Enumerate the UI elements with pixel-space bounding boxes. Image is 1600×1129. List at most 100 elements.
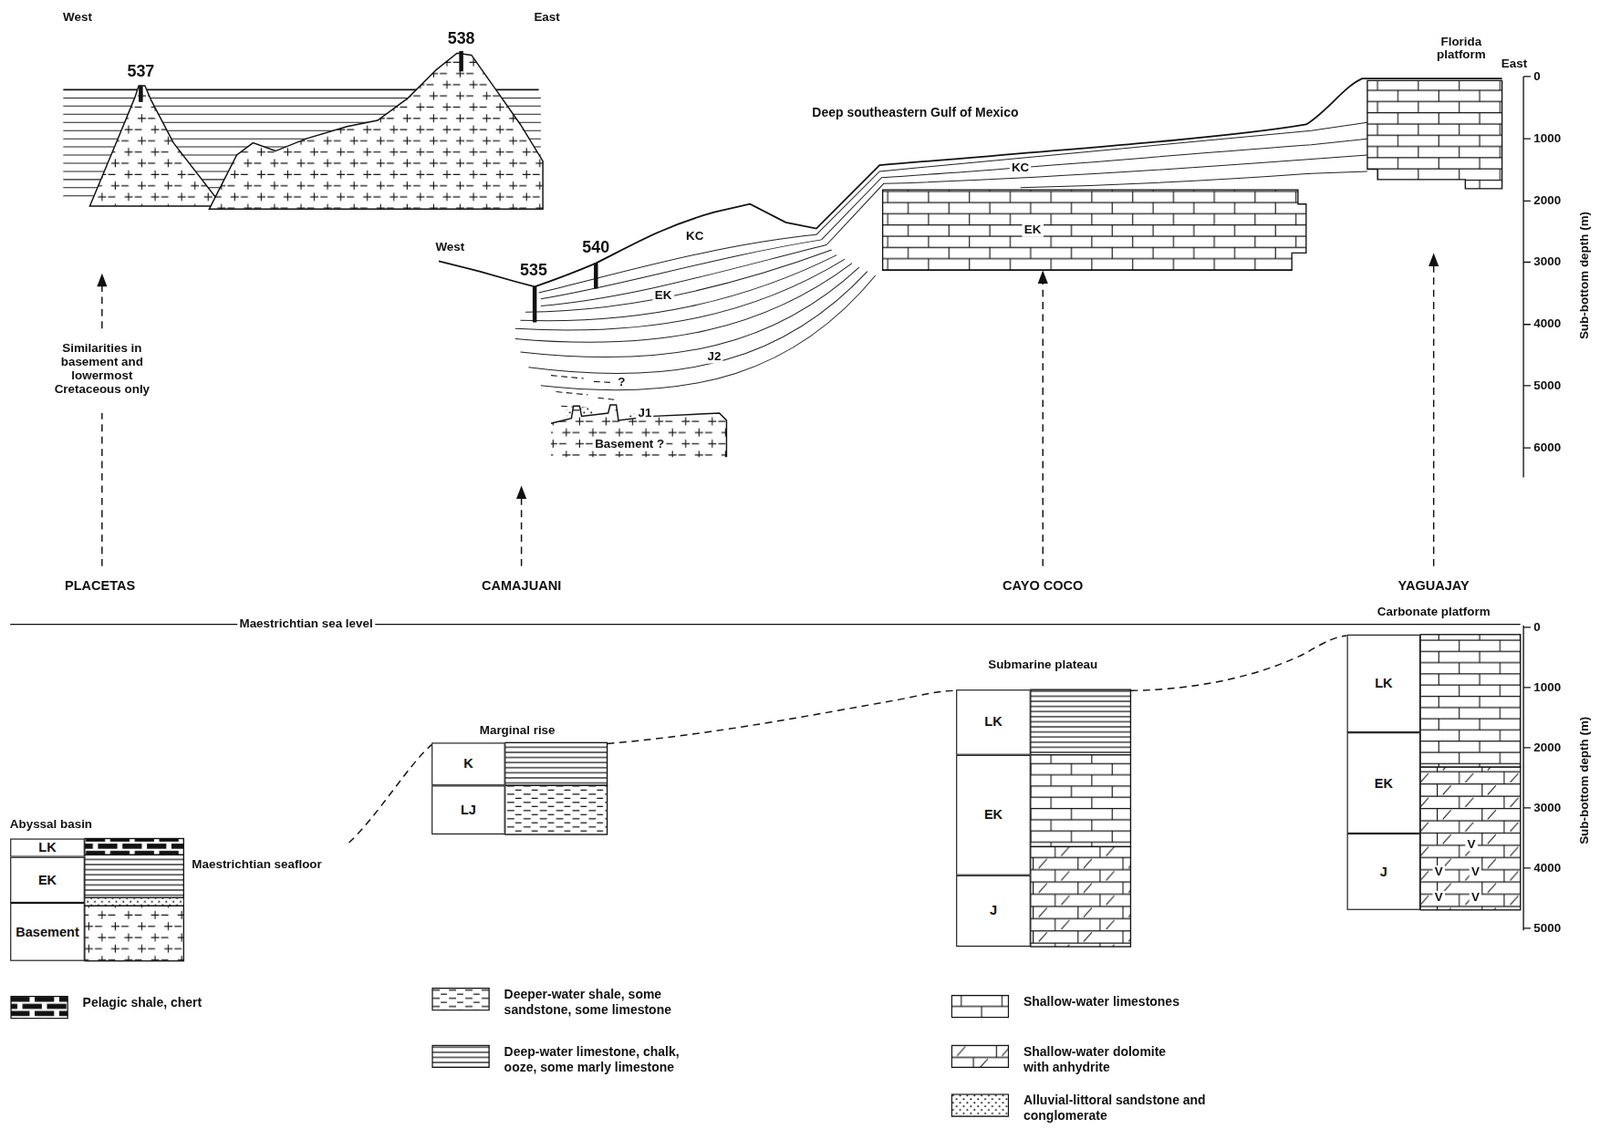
depth-tick: 5000 xyxy=(1533,921,1561,936)
direction-label: East xyxy=(533,10,560,25)
setting-label: Marginal rise xyxy=(479,723,556,738)
legend-text: Shallow-water limestones xyxy=(1023,995,1248,1011)
depth-tick: 5000 xyxy=(1533,378,1561,393)
age-cell: J xyxy=(955,875,1031,947)
drill-hole xyxy=(458,51,463,72)
legend-swatch xyxy=(10,996,69,1020)
age-cell: EK xyxy=(1347,732,1422,834)
unit-label: Basement ? xyxy=(592,437,667,452)
unit-label: KC xyxy=(1009,161,1032,176)
drill-hole xyxy=(138,85,143,103)
legend-swatch xyxy=(951,1093,1010,1118)
lithology-symbol: V xyxy=(1433,891,1445,905)
swatch-fill xyxy=(951,1094,1008,1117)
legend-text: Shallow-water dolomite with anhydrite xyxy=(1023,1044,1193,1076)
lithology-column xyxy=(84,905,185,961)
depth-tick: 2000 xyxy=(1533,194,1561,208)
site-number: 538 xyxy=(447,29,476,48)
lithology-column xyxy=(1420,634,1521,768)
lithology-column xyxy=(84,897,185,906)
site-number: 535 xyxy=(519,260,548,280)
age-label: K xyxy=(463,757,474,771)
legend-swatch xyxy=(431,1044,490,1069)
age-cell: LK xyxy=(10,839,85,858)
setting-label: Abyssal basin xyxy=(10,817,93,832)
legend-entry: Alluvial-littoral sandstone and conglome… xyxy=(951,1093,1218,1125)
basement-block xyxy=(89,85,222,207)
legend-text: Deeper-water shale, some sandstone, some… xyxy=(504,987,691,1019)
locality-name: PLACETAS xyxy=(64,579,136,594)
age-cell: J xyxy=(1347,833,1422,911)
lithology-column xyxy=(505,785,608,835)
lithology-column xyxy=(84,854,185,898)
strata-lines xyxy=(515,234,876,391)
lithology-column xyxy=(1030,755,1132,848)
lithology-column xyxy=(84,839,185,856)
site-number: 540 xyxy=(581,238,610,258)
unit-label: J2 xyxy=(705,350,723,364)
basement-block xyxy=(208,52,543,209)
level-label: Maestrichtian sea level xyxy=(237,617,375,632)
legend-entry: Deeper-water shale, some sandstone, some… xyxy=(431,987,690,1019)
age-label: LK xyxy=(38,841,56,855)
age-label: J xyxy=(1380,864,1388,879)
query-mark: ? xyxy=(615,375,628,390)
basement-outline xyxy=(550,405,727,458)
depth-tick: 3000 xyxy=(1533,800,1561,815)
swatch-fill xyxy=(10,997,68,1019)
correlation-arrow xyxy=(102,266,1434,567)
lithology-column xyxy=(1030,846,1132,947)
legend-swatch xyxy=(951,1044,1010,1069)
legend-entry: Deep-water limestone, chalk, ooze, some … xyxy=(431,1044,708,1076)
lithology-symbol: V xyxy=(1469,891,1482,905)
locality-name: YAGUAJAY xyxy=(1398,579,1470,594)
direction-label: West xyxy=(435,240,465,255)
legend-text: Deep-water limestone, chalk, ooze, some … xyxy=(504,1044,709,1076)
region-label: Deep southeastern Gulf of Mexico xyxy=(811,104,1019,120)
depth-tick: 2000 xyxy=(1533,740,1561,755)
depth-axis xyxy=(1523,625,1531,931)
uncertain-strata xyxy=(550,375,617,409)
age-cell: EK xyxy=(10,857,85,904)
legend-entry: Shallow-water dolomite with anhydrite xyxy=(951,1044,1193,1076)
age-label: LJ xyxy=(460,803,477,818)
direction-label: West xyxy=(62,10,93,25)
age-cell: K xyxy=(431,742,506,786)
axis-title: Sub-bottom depth (m) xyxy=(1578,716,1592,845)
drill-hole xyxy=(593,263,598,290)
age-cell: Basement xyxy=(10,903,85,962)
age-cell: LJ xyxy=(431,785,506,835)
limestone-block xyxy=(1367,80,1503,189)
age-cell: LK xyxy=(955,689,1031,756)
setting-label: Submarine plateau xyxy=(987,658,1098,673)
lithology-column xyxy=(1420,767,1521,911)
note: Similarities in basement and lowermost C… xyxy=(49,342,156,397)
unit-label: KC xyxy=(684,229,707,244)
unit-label: J1 xyxy=(635,406,654,421)
age-cell: LK xyxy=(1347,634,1422,733)
level-label: Maestrichtian seafloor xyxy=(189,858,324,873)
legend-text: Alluvial-littoral sandstone and conglome… xyxy=(1023,1093,1218,1125)
arrowhead xyxy=(96,252,1439,499)
lithology-column xyxy=(505,742,608,786)
age-label: LK xyxy=(984,715,1002,729)
basement-block xyxy=(550,405,727,458)
depth-tick: 4000 xyxy=(1533,861,1561,875)
lithology-symbol: V xyxy=(1433,865,1445,880)
direction-label: East xyxy=(1501,57,1528,72)
seafloor-line xyxy=(438,78,1503,287)
depth-tick: 0 xyxy=(1533,620,1540,634)
depth-tick: 6000 xyxy=(1533,441,1561,456)
legend-entry: Shallow-water limestones xyxy=(951,995,1249,1019)
lithology-symbol: V xyxy=(1464,838,1477,852)
depth-tick: 3000 xyxy=(1533,255,1561,270)
depth-tick: 0 xyxy=(1533,69,1540,84)
swatch-fill xyxy=(432,1045,489,1068)
legend-entry: Pelagic shale, chert xyxy=(10,996,287,1020)
unit-label: EK xyxy=(653,289,675,303)
swatch-fill xyxy=(432,988,489,1011)
legend-text: Pelagic shale, chert xyxy=(83,996,288,1012)
age-label: EK xyxy=(38,872,57,887)
